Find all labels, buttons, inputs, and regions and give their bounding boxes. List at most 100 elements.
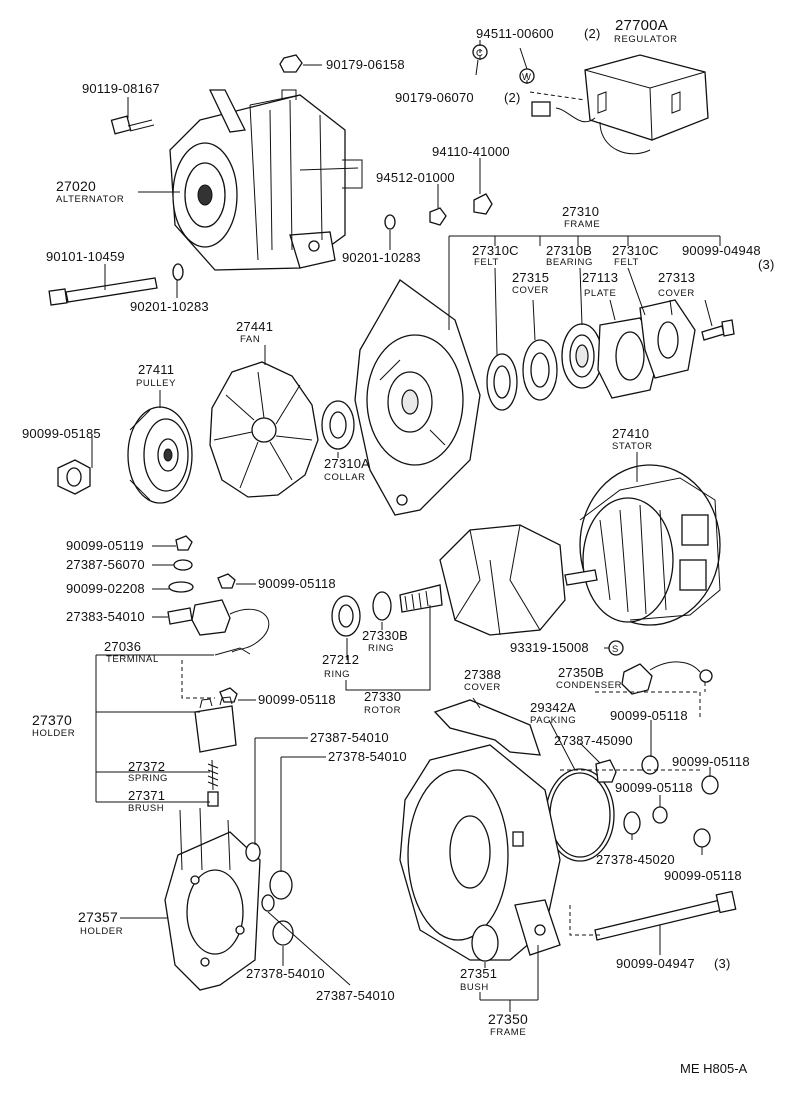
caption-ring-27330b: RING [368, 643, 394, 654]
label-90099-05119: 90099-05119 [66, 538, 144, 553]
label-90201-10283-2: 90201-10283 [130, 299, 209, 314]
nut-05118-drawing-2 [219, 687, 238, 703]
s-mark: S [612, 644, 619, 655]
nut-05119-drawing [175, 535, 193, 551]
caption-stator: STATOR [612, 441, 653, 452]
label-27378-54010-2: 27378-54010 [246, 966, 325, 981]
caption-cover-27388: COVER [464, 682, 501, 693]
label-94512-01000: 94512-01000 [376, 170, 455, 185]
label-90201-10283-1: 90201-10283 [342, 250, 421, 265]
label-27212: 27212 [322, 652, 359, 667]
caption-packing: PACKING [530, 715, 576, 726]
label-27310c-2: 27310C [612, 243, 659, 258]
part-labels: 94511-00600 (2) 27700A REGULATOR 90179-0… [22, 17, 775, 1076]
caption-cover-27315: COVER [512, 285, 549, 296]
fan-drawing [209, 361, 319, 498]
caption-brush: BRUSH [128, 803, 164, 814]
caption-collar: COLLAR [324, 472, 366, 483]
insulator-54010-drawing-1 [245, 842, 261, 862]
label-93319-15008: 93319-15008 [510, 640, 589, 655]
label-27330: 27330 [364, 689, 401, 704]
pulley-nut-drawing [57, 459, 91, 495]
caption-plate: PLATE [584, 288, 616, 299]
label-27410: 27410 [612, 426, 649, 441]
label-90099-02208: 90099-02208 [66, 581, 145, 596]
rear-cover-drawing [433, 699, 541, 756]
stator-drawing [579, 464, 721, 626]
label-27313: 27313 [658, 270, 695, 285]
caption-frame-27310: FRAME [564, 219, 600, 230]
label-27350: 27350 [488, 1011, 528, 1027]
insulator-54010-drawing-2 [269, 870, 293, 900]
caption-fan: FAN [240, 334, 260, 345]
label-90099-05118-4: 90099-05118 [672, 754, 750, 769]
label-94511-00600-qty: (2) [584, 26, 601, 41]
insulator-45090-drawing [595, 759, 617, 783]
caption-spring: SPRING [128, 773, 168, 784]
pulley-drawing [127, 406, 193, 504]
label-90099-04948-qty: (3) [758, 257, 775, 272]
insulator-45020-drawing [623, 811, 641, 835]
nut-05118-drawing-5 [652, 806, 668, 824]
label-27441: 27441 [236, 319, 273, 334]
long-bolt-drawing [48, 277, 158, 306]
caption-terminal: TERMINAL [106, 654, 159, 665]
ring-27330b-drawing [372, 591, 392, 621]
label-90099-04947: 90099-04947 [616, 956, 695, 971]
label-27310a: 27310A [324, 456, 370, 471]
washer-02208-drawing [168, 581, 194, 593]
label-27036: 27036 [104, 639, 141, 654]
label-90099-05118-2: 90099-05118 [258, 692, 336, 707]
spring-washer-drawing [429, 207, 447, 226]
label-27387-54010-1: 27387-54010 [310, 730, 389, 745]
label-90101-10459: 90101-10459 [46, 249, 125, 264]
nut-drawing-2 [473, 193, 493, 215]
label-27310: 27310 [562, 204, 599, 219]
w-mark: W [522, 72, 532, 83]
caption-felt-2: FELT [614, 257, 639, 268]
regulator-drawing [529, 54, 709, 155]
caption-bearing: BEARING [546, 257, 593, 268]
caption-frame-27350: FRAME [490, 1027, 526, 1038]
label-29342a: 29342A [530, 700, 576, 715]
through-bolt-drawing [594, 890, 737, 941]
label-94511-00600: 94511-00600 [476, 26, 554, 41]
caption-regulator: REGULATOR [614, 34, 678, 45]
label-27371: 27371 [128, 788, 165, 803]
label-27315: 27315 [512, 270, 549, 285]
caption-condenser: CONDENSER [556, 680, 622, 691]
condenser-drawing [621, 661, 713, 695]
nut-drawing [279, 54, 303, 73]
label-27357: 27357 [78, 909, 118, 925]
nut-05118-drawing-4 [701, 775, 719, 795]
label-27020: 27020 [56, 178, 96, 194]
label-27388: 27388 [464, 667, 501, 682]
label-90179-06070-qty: (2) [504, 90, 521, 105]
drawing-reference: ME H805-A [680, 1061, 748, 1076]
insulator-54010-drawing-3 [261, 894, 275, 912]
label-90179-06158: 90179-06158 [326, 57, 405, 72]
rectifier-holder-drawing [164, 807, 261, 991]
label-90119-08167: 90119-08167 [82, 81, 160, 96]
label-27372: 27372 [128, 759, 165, 774]
bearing-drawing [561, 323, 603, 389]
label-27113: 27113 [582, 270, 618, 285]
label-27700a: 27700A [615, 17, 668, 34]
caption-felt-1: FELT [474, 257, 499, 268]
label-27387-45090: 27387-45090 [554, 733, 633, 748]
label-90099-05118-6: 90099-05118 [664, 868, 742, 883]
label-90099-04947-qty: (3) [714, 956, 731, 971]
label-90099-05118-1: 90099-05118 [258, 576, 336, 591]
label-90099-04948: 90099-04948 [682, 243, 761, 258]
label-27378-45020: 27378-45020 [596, 852, 675, 867]
label-94110-41000: 94110-41000 [432, 144, 510, 159]
label-27387-56070: 27387-56070 [66, 557, 145, 572]
part-drawings: C W [48, 44, 737, 991]
label-27310b: 27310B [546, 243, 592, 258]
caption-holder-27370: HOLDER [32, 728, 75, 739]
caption-bush: BUSH [460, 982, 489, 993]
bush-drawing [471, 924, 499, 962]
label-27330b: 27330B [362, 628, 408, 643]
label-27387-54010-2: 27387-54010 [316, 988, 395, 1003]
